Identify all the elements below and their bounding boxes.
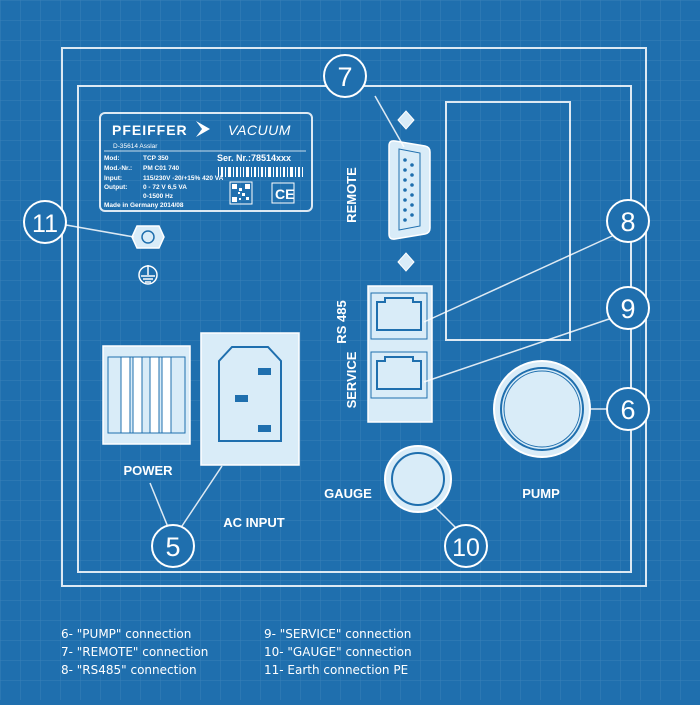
leader-lines bbox=[65, 95, 613, 533]
legend-left: 6- "PUMP" connection 7- "REMOTE" connect… bbox=[61, 625, 208, 679]
legend-item: 6- "PUMP" connection bbox=[61, 627, 192, 641]
serial-number: Ser. Nr.:78514xxx bbox=[217, 153, 291, 163]
nameplate-value: 115/230V -20/+15% 420 VA bbox=[143, 175, 224, 182]
ground-symbol-icon bbox=[138, 265, 158, 285]
service-port bbox=[376, 356, 422, 390]
pump-label: PUMP bbox=[522, 486, 560, 501]
callout-7: 7 bbox=[323, 54, 367, 98]
gauge-label: GAUGE bbox=[324, 486, 372, 501]
barcode-icon bbox=[218, 167, 303, 177]
svg-text:10: 10 bbox=[452, 534, 480, 562]
svg-text:7: 7 bbox=[337, 62, 352, 92]
pfeiffer-logo-icon bbox=[196, 121, 210, 137]
rs485-port bbox=[376, 297, 422, 331]
nameplate-value: TCP 350 bbox=[143, 155, 169, 162]
remote-label: REMOTE bbox=[344, 167, 359, 223]
nameplate-value: 0-1500 Hz bbox=[143, 193, 174, 200]
nameplate-value: 0 - 72 V 6,5 VA bbox=[143, 184, 187, 191]
service-label: SERVICE bbox=[344, 351, 359, 408]
gauge-connector: GAUGE bbox=[324, 445, 452, 513]
display-window bbox=[445, 101, 571, 341]
svg-text:6: 6 bbox=[620, 395, 635, 425]
rs485-service-ports: RS 485 SERVICE bbox=[334, 285, 433, 423]
svg-text:11: 11 bbox=[32, 210, 58, 238]
ac-input-socket: AC INPUT bbox=[200, 332, 300, 530]
svg-text:5: 5 bbox=[165, 532, 180, 562]
svg-text:8: 8 bbox=[620, 207, 635, 237]
remote-connector: REMOTE bbox=[344, 110, 431, 272]
pump-connector: PUMP bbox=[493, 360, 591, 501]
rs485-label: RS 485 bbox=[334, 300, 349, 343]
brand-address: D-35614 Asslar bbox=[113, 143, 158, 150]
nameplate-label: Mod: bbox=[104, 155, 120, 162]
callout-5: 5 bbox=[151, 524, 195, 568]
legend-item: 9- "SERVICE" connection bbox=[264, 627, 412, 641]
power-label: POWER bbox=[123, 463, 173, 478]
callout-6: 6 bbox=[606, 387, 650, 431]
ce-mark-box bbox=[271, 182, 295, 204]
nameplate-label: Output: bbox=[104, 184, 127, 191]
callout-8: 8 bbox=[606, 199, 650, 243]
legend-item: 7- "REMOTE" connection bbox=[61, 645, 209, 659]
ac-input-label: AC INPUT bbox=[223, 515, 284, 530]
callout-11: 11 bbox=[23, 200, 67, 244]
legend-item: 11- Earth connection PE bbox=[264, 663, 409, 677]
nameplate-made-in: Made in Germany 2014/08 bbox=[104, 202, 184, 209]
power-switch: POWER bbox=[102, 345, 191, 478]
callout-9: 9 bbox=[606, 286, 650, 330]
nameplate-label: Mod.-Nr.: bbox=[104, 165, 132, 172]
legend-item: 8- "RS485" connection bbox=[61, 663, 197, 677]
qr-code-icon bbox=[229, 181, 253, 205]
brand-name: PFEIFFER bbox=[112, 122, 188, 138]
legend-item: 10- "GAUGE" connection bbox=[264, 645, 412, 659]
brand-name-vacuum: VACUUM bbox=[228, 122, 291, 138]
legend-right: 9- "SERVICE" connection 10- "GAUGE" conn… bbox=[264, 625, 412, 679]
callout-10: 10 bbox=[444, 524, 488, 568]
nameplate: PFEIFFER VACUUM D-35614 Asslar Mod: TCP … bbox=[99, 112, 313, 212]
ce-mark: CE bbox=[275, 186, 294, 202]
nameplate-label: Input: bbox=[104, 175, 122, 182]
earth-connection bbox=[131, 225, 165, 285]
svg-text:9: 9 bbox=[620, 294, 635, 324]
nameplate-value: PM C01 740 bbox=[143, 165, 180, 172]
